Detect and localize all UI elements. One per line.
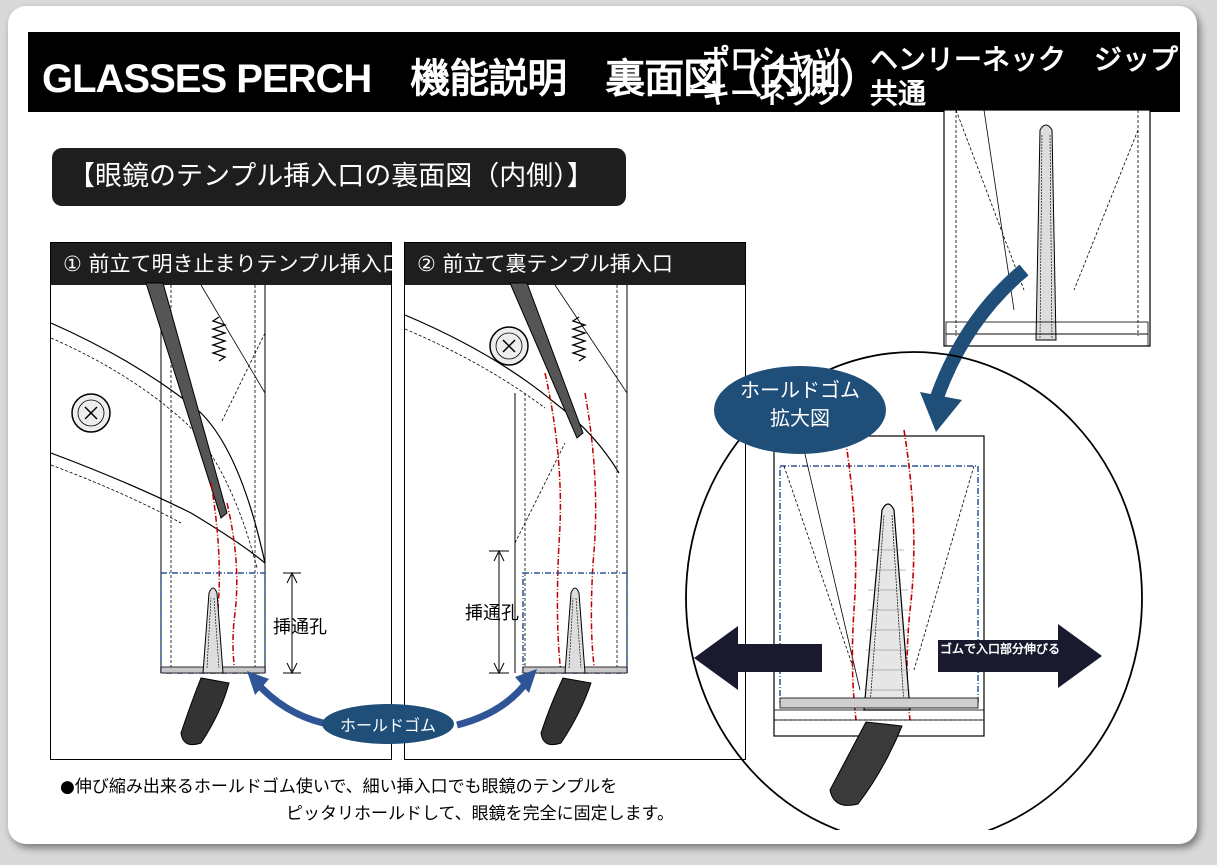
enlarged-label-line2: 拡大図: [770, 406, 830, 430]
enlarged-label-line1: ホールドゴム: [740, 378, 860, 402]
panel-placket-back-insert: ② 前立て裏テンプル挿入口: [404, 242, 746, 760]
button-icon: [489, 326, 529, 366]
hold-gum-oval: [322, 704, 454, 744]
panel-placket-end-insert: ① 前立て明き止まりテンプル挿入口: [50, 242, 403, 760]
panel-2-header: ② 前立て裏テンプル挿入口: [405, 243, 745, 285]
page-card: GLASSES PERCH 機能説明 裏面図（内側） ポロシャツ ヘンリーネック…: [8, 6, 1197, 844]
hole-label-2: 挿通孔: [465, 603, 519, 624]
enlarged-view-diagram: [685, 110, 1151, 830]
section-heading: 【眼鏡のテンプル挿入口の裏面図（内側）】: [52, 148, 626, 206]
note-line-2: ピッタリホールドして、眼鏡を完全に固定します。: [286, 804, 674, 824]
note-line-1: ●伸び縮み出来るホールドゴム使いで、細い挿入口でも眼鏡のテンプルを: [60, 777, 618, 797]
title-subtitle-line2: キーネック 共通: [702, 77, 927, 110]
title-subtitle-line1: ポロシャツ ヘンリーネック ジップアップ: [702, 43, 1197, 76]
stretch-label: ゴムで入口部分伸びる: [940, 642, 1061, 656]
title-bar: GLASSES PERCH 機能説明 裏面図（内側） ポロシャツ ヘンリーネック…: [28, 32, 1197, 112]
panel-2-diagram: [405, 282, 628, 746]
button-icon: [71, 393, 111, 433]
hole-label-1: 挿通孔: [273, 617, 327, 638]
page-title: GLASSES PERCH 機能説明 裏面図（内側）: [42, 57, 879, 101]
panel-1-header: ① 前立て明き止まりテンプル挿入口: [51, 243, 403, 285]
panel-1-diagram: [51, 282, 324, 746]
hold-gum-label: ホールドゴム: [339, 716, 436, 735]
enlarged-view-label: ホールドゴム 拡大図: [714, 376, 886, 432]
